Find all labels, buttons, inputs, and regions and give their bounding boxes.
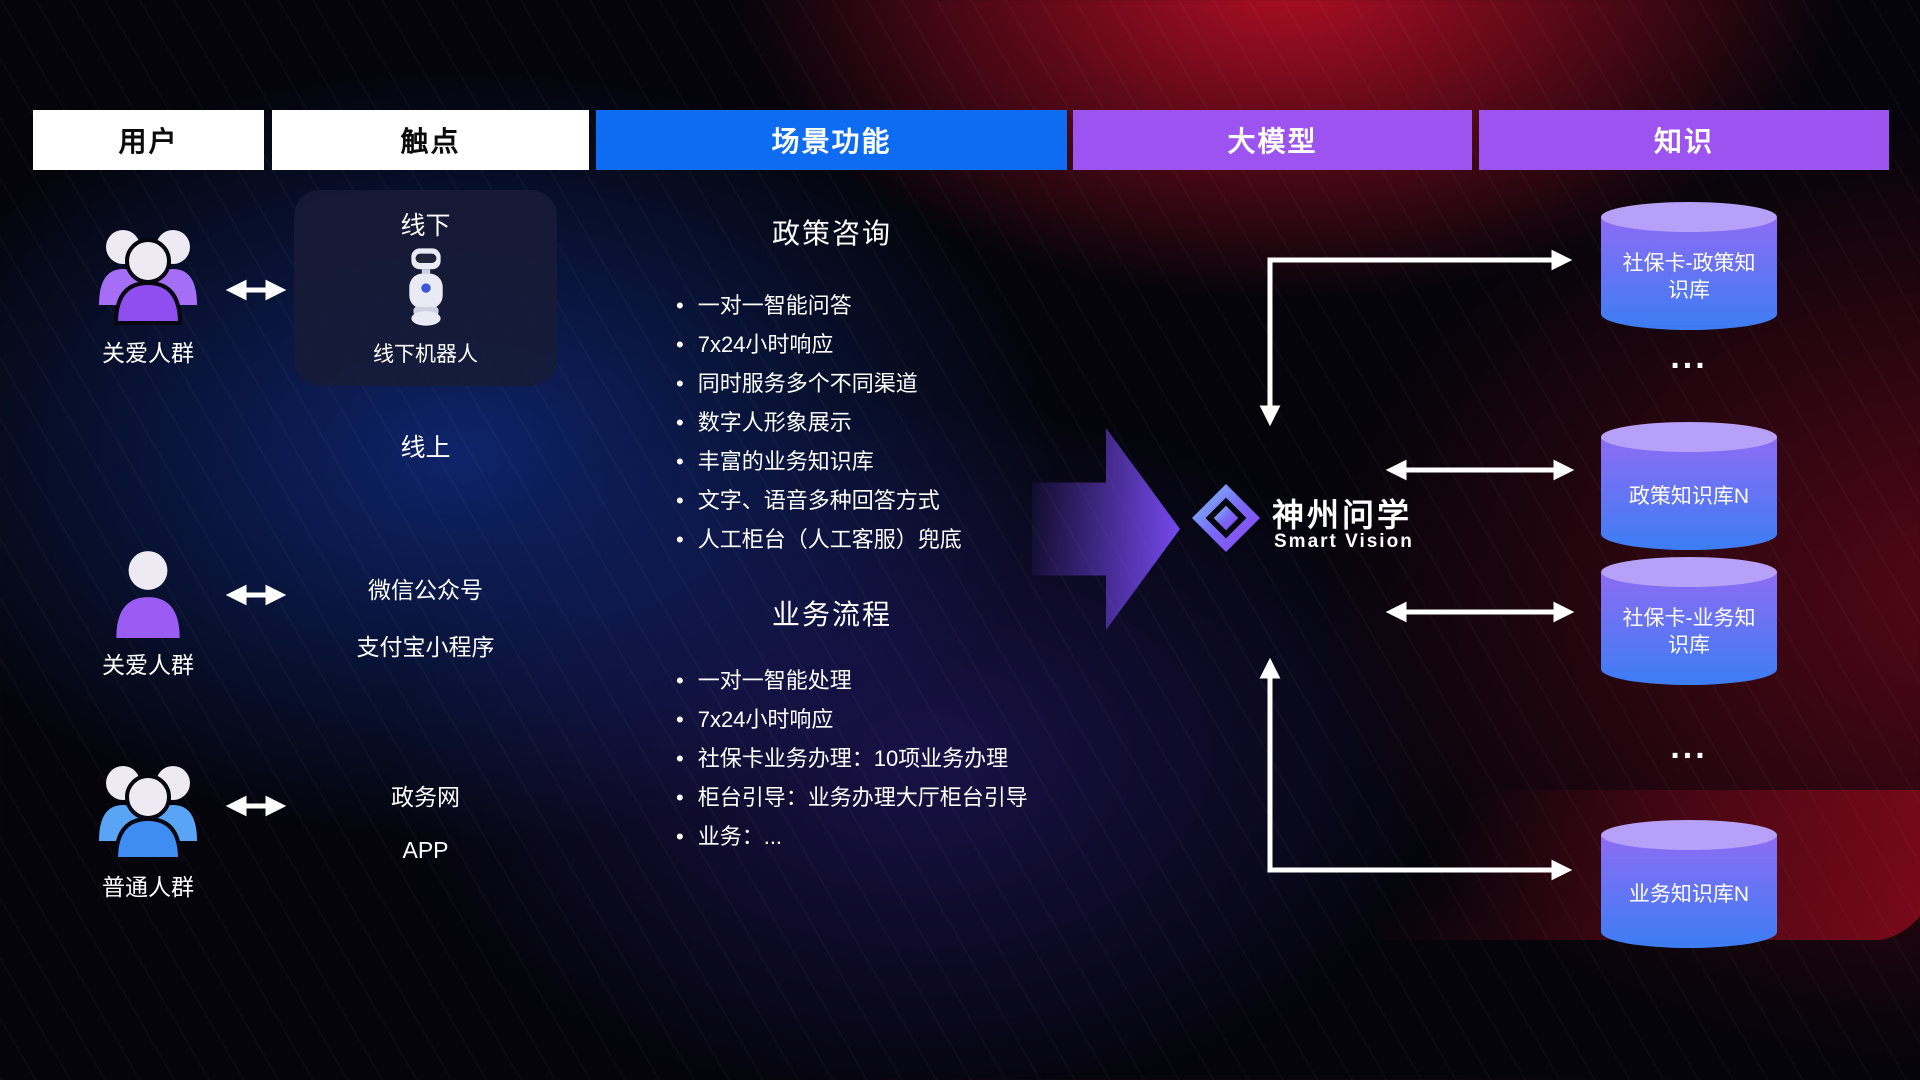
kb-business-n: 业务知识库N: [1601, 820, 1777, 948]
model-name: 神州问学: [1272, 497, 1413, 533]
database-icon: [1601, 557, 1777, 587]
single-person-icon: [116, 551, 180, 638]
care-group-1-icon-wrap: [83, 216, 213, 328]
group-people-icon: [99, 230, 197, 325]
offline-robot-label: 线下机器人: [373, 343, 478, 366]
care-group-2-label: 关爱人群: [102, 652, 194, 678]
business-item: 社保卡业务办理：10项业务办理: [676, 739, 1028, 778]
policy-item: 一对一智能问答: [676, 286, 962, 325]
kb-business-shebao-label: 社保卡-业务知识库: [1601, 572, 1777, 685]
kb-policy-n: 政策知识库N: [1601, 422, 1777, 550]
kb-ellipsis-1: ...: [1670, 338, 1708, 376]
business-item: 柜台引导：业务办理大厅柜台引导: [676, 778, 1028, 817]
column-header-knowledge: 知识: [1479, 110, 1889, 170]
column-header-model-label: 大模型: [1227, 126, 1318, 157]
robot-icon-wrap: [294, 244, 557, 333]
policy-feature-list: 一对一智能问答 7x24小时响应 同时服务多个不同渠道 数字人形象展示 丰富的业…: [676, 286, 962, 559]
channel-wechat: 微信公众号: [368, 577, 483, 603]
flow-arrow-icon: [1032, 428, 1180, 630]
channel-alipay: 支付宝小程序: [356, 634, 495, 660]
offline-touchpoint-card: 线下 线下机器人: [294, 190, 557, 386]
column-header-touchpoints-label: 触点: [400, 126, 461, 157]
kb-business-shebao: 社保卡-业务知识库: [1601, 557, 1777, 685]
column-header-scenarios: 场景功能: [596, 110, 1067, 170]
column-header-model: 大模型: [1073, 110, 1472, 170]
policy-item: 丰富的业务知识库: [676, 442, 962, 481]
policy-item: 7x24小时响应: [676, 325, 962, 364]
business-item: 业务：...: [676, 817, 1028, 856]
business-section-title: 业务流程: [771, 599, 892, 630]
channel-app: APP: [402, 837, 449, 863]
channel-gov-site: 政务网: [391, 784, 460, 810]
kb-policy-shebao-label: 社保卡-政策知识库: [1601, 217, 1777, 330]
kb-policy-shebao: 社保卡-政策知识库: [1601, 202, 1777, 330]
policy-section-title: 政策咨询: [771, 218, 892, 249]
policy-item: 人工柜台（人工客服）兜底: [676, 520, 962, 559]
smart-vision-logo-icon: [1192, 484, 1260, 552]
offline-title: 线下: [400, 212, 451, 240]
business-item: 一对一智能处理: [676, 661, 1028, 700]
kb-policy-n-label: 政策知识库N: [1601, 437, 1777, 550]
business-item: 7x24小时响应: [676, 700, 1028, 739]
database-icon: [1601, 820, 1777, 850]
arrow-model-kb4: [1259, 657, 1573, 881]
care-group-1-label: 关爱人群: [102, 340, 194, 366]
ordinary-group-label: 普通人群: [102, 874, 194, 900]
kb-ellipsis-2: ...: [1670, 728, 1708, 766]
column-header-knowledge-label: 知识: [1653, 126, 1714, 157]
online-title: 线上: [400, 434, 451, 462]
database-icon: [1601, 422, 1777, 452]
group-people-icon: [99, 766, 197, 861]
arrow-model-kb1: [1259, 249, 1573, 427]
model-subtitle: Smart Vision: [1274, 531, 1414, 552]
column-header-touchpoints: 触点: [272, 110, 589, 170]
column-header-users-label: 用户: [118, 126, 179, 157]
column-header-scenarios-label: 场景功能: [771, 126, 892, 157]
column-header-users: 用户: [33, 110, 264, 170]
policy-item: 数字人形象展示: [676, 403, 962, 442]
policy-item: 文字、语音多种回答方式: [676, 481, 962, 520]
robot-icon: [408, 248, 443, 326]
ordinary-group-icon-wrap: [83, 752, 213, 864]
kb-business-n-label: 业务知识库N: [1601, 835, 1777, 948]
care-group-2-icon-wrap: [112, 548, 184, 640]
business-feature-list: 一对一智能处理 7x24小时响应 社保卡业务办理：10项业务办理 柜台引导：业务…: [676, 661, 1028, 856]
database-icon: [1601, 202, 1777, 232]
policy-item: 同时服务多个不同渠道: [676, 364, 962, 403]
